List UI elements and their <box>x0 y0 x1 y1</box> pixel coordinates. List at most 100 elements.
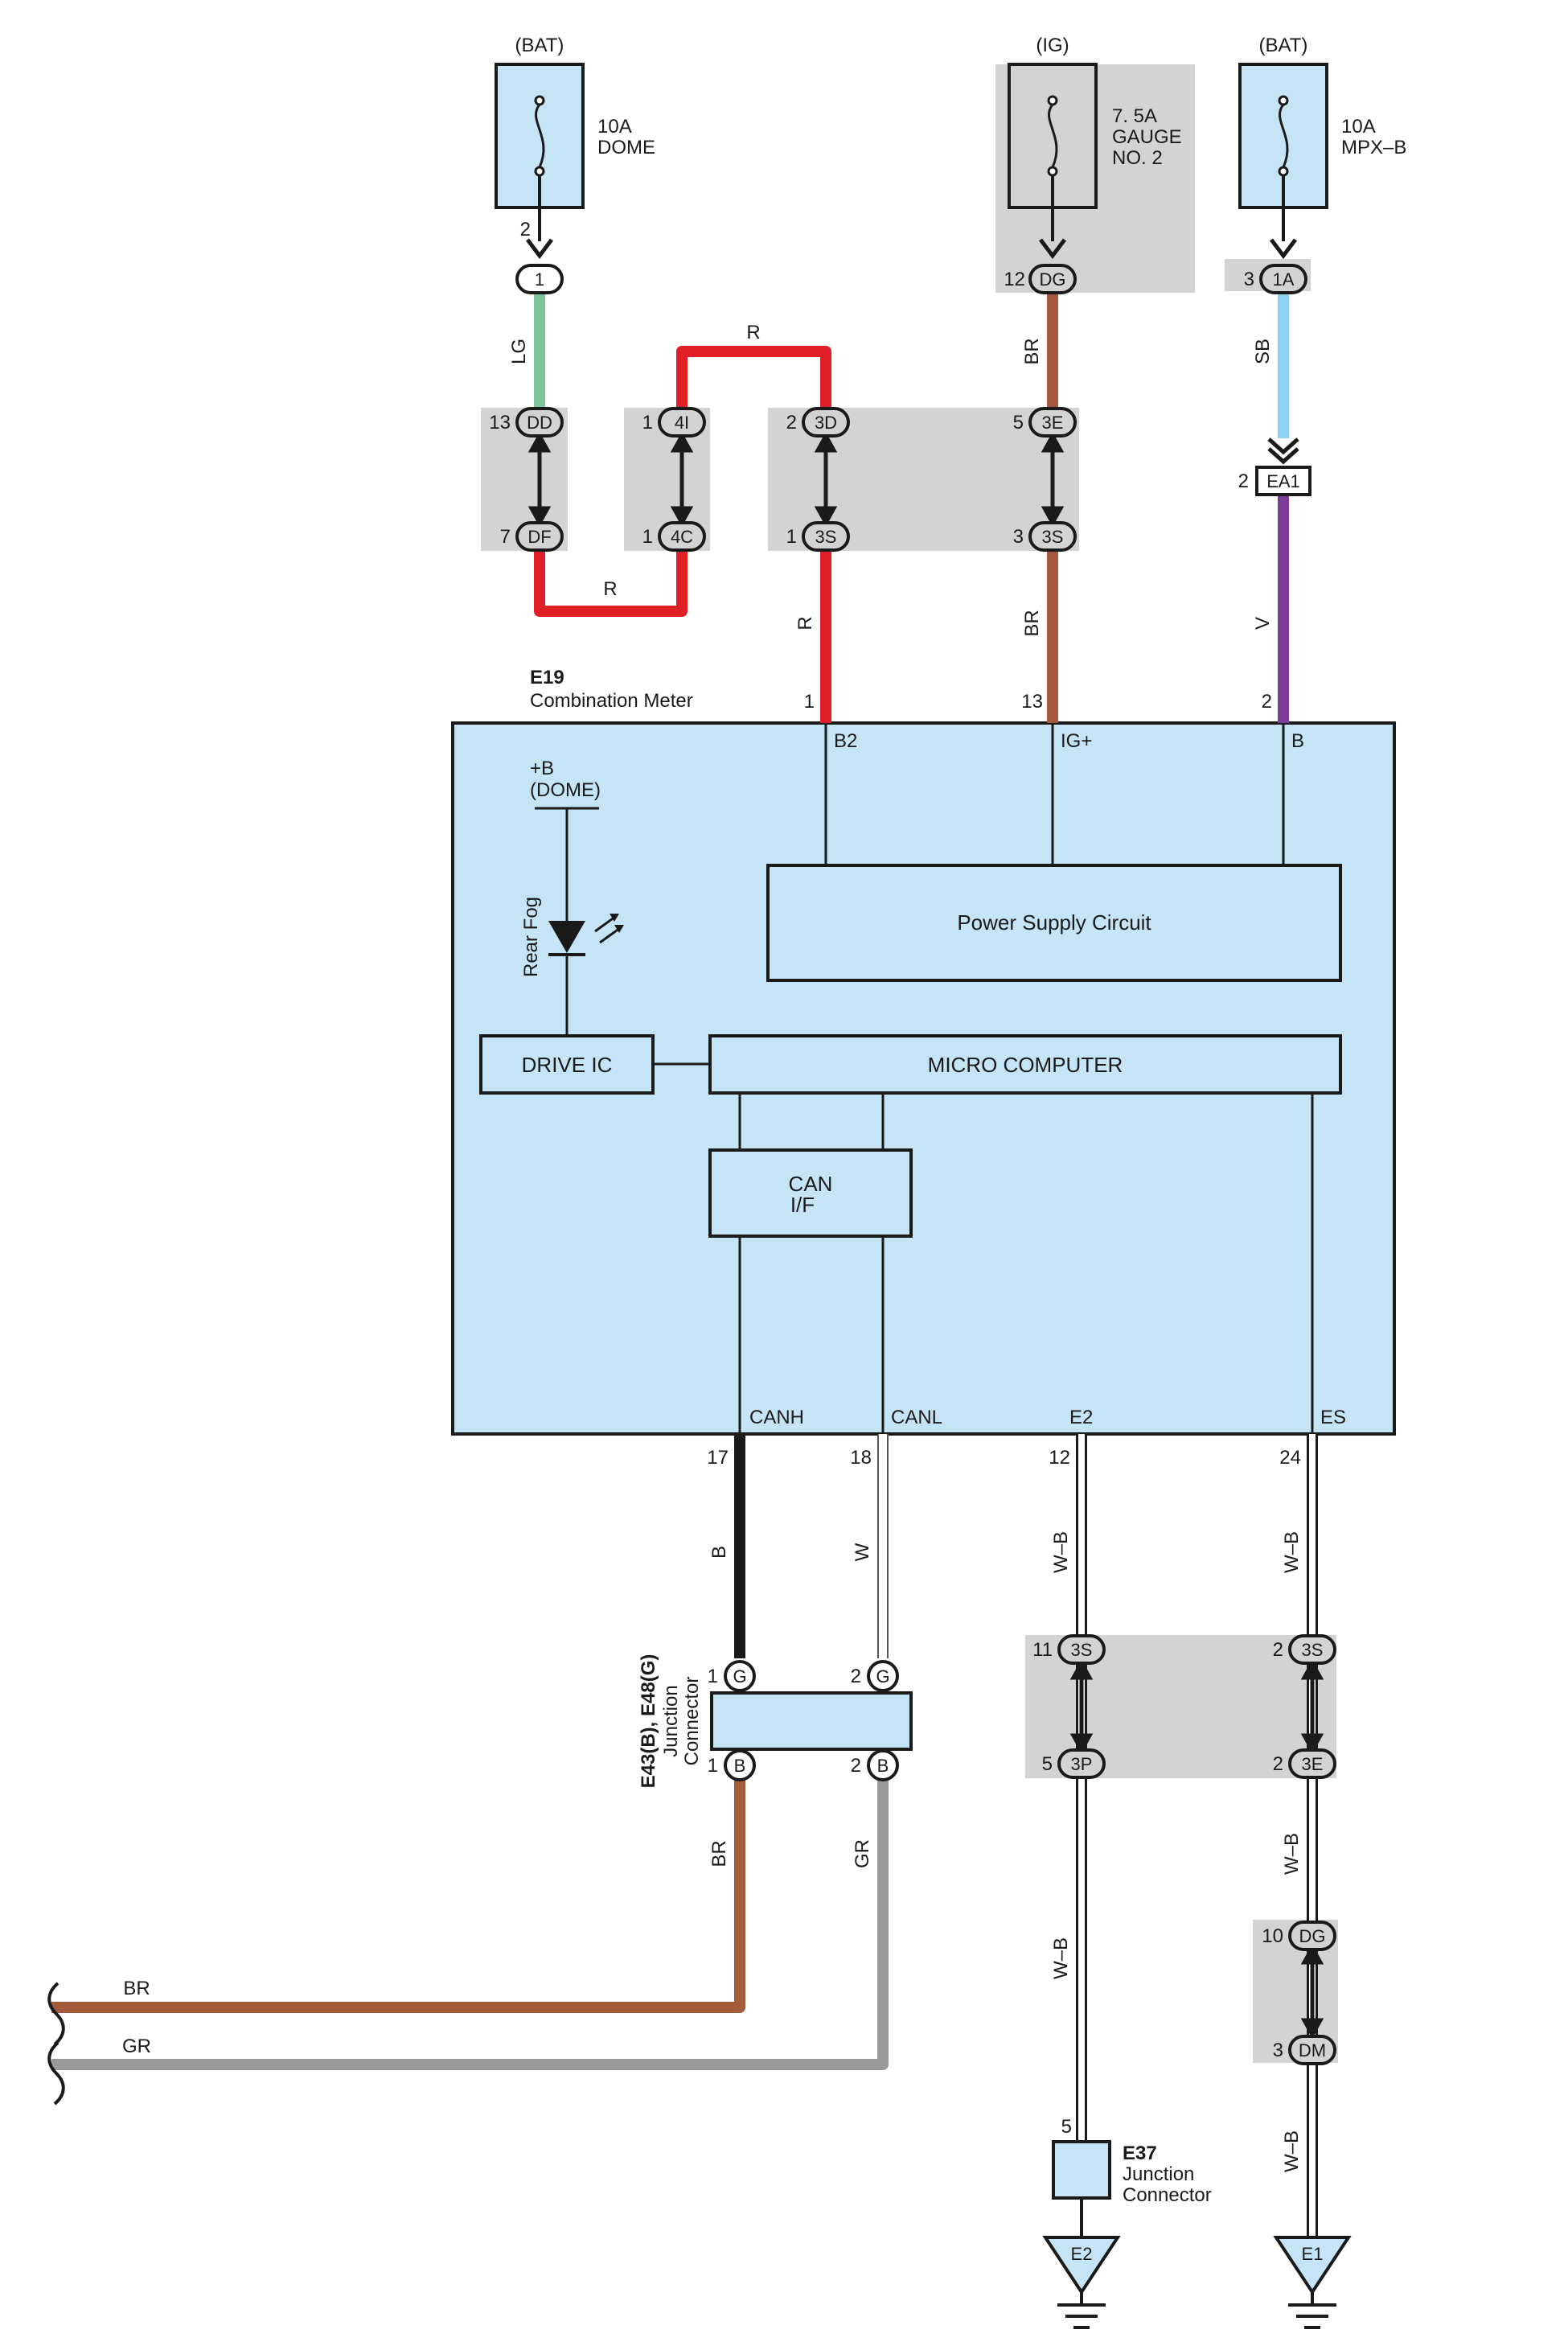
pin-3s-c: 11 <box>1032 1639 1053 1661</box>
wire-label-lg: LG <box>508 339 530 364</box>
wire-label-wb2: W–B <box>1281 1531 1303 1573</box>
wire-r-top <box>676 346 831 408</box>
led-icon <box>548 914 624 956</box>
micro-computer-label: MICRO COMPUTER <box>928 1053 1123 1077</box>
conn-3e-b: 3E <box>1302 1754 1324 1774</box>
fuse-gauge-name2: NO. 2 <box>1112 147 1163 169</box>
pin-3p: 5 <box>1042 1753 1053 1775</box>
wire-label-b: B <box>708 1546 730 1559</box>
meter-internal-lines <box>535 723 1314 1434</box>
meter-pin-ig: 13 <box>1021 691 1043 713</box>
wire-label-gr-bottom: GR <box>852 1839 873 1868</box>
can-if-label-2: I/F <box>790 1193 815 1217</box>
pin-ig-12: 12 <box>1004 269 1025 290</box>
meter-plus-b: +B <box>530 758 554 779</box>
wire-br-bottom <box>51 1769 745 2013</box>
break-mark-gr <box>47 2041 65 2106</box>
conn-4i: 4I <box>675 413 689 433</box>
pin-3d: 2 <box>786 412 797 433</box>
conn-3s-c: 3S <box>1071 1640 1093 1660</box>
conn-1a: 1A <box>1273 269 1295 290</box>
fuse-mpx-source: (BAT) <box>1259 35 1308 56</box>
pin-3e-b: 2 <box>1273 1753 1283 1775</box>
e37-line1: Junction <box>1123 2163 1194 2185</box>
fuse-mpx-rating: 10A <box>1341 116 1376 138</box>
meter-rear-fog: Rear Fog <box>520 897 542 977</box>
fuse-gauge-rating: 7. 5A <box>1112 105 1157 127</box>
junction-line1: Junction <box>660 1685 682 1756</box>
conn-3d: 3D <box>815 413 837 433</box>
conn-dm: DM <box>1299 2040 1326 2060</box>
conn-ea1: EA1 <box>1266 471 1300 491</box>
pin-df: 7 <box>500 526 511 548</box>
meter-pin-b2: 1 <box>804 691 815 713</box>
conn-dg: DG <box>1299 1926 1326 1946</box>
ground-e1 <box>1273 2236 1352 2329</box>
meter-term-e2: E2 <box>1069 1407 1093 1428</box>
meter-pin-canh: 17 <box>707 1447 729 1469</box>
ground-e2 <box>1042 2236 1121 2329</box>
pin-3s-b: 3 <box>1013 526 1024 548</box>
pin-dome-2: 2 <box>520 219 531 240</box>
meter-pin-canl: 18 <box>850 1447 872 1469</box>
meter-term-b: B <box>1291 730 1304 752</box>
wire-label-r-vert: R <box>794 616 816 630</box>
pin-jg2: 2 <box>851 1666 861 1687</box>
wire-label-w: W <box>852 1543 873 1561</box>
conn-dd: DD <box>527 413 552 433</box>
conn-1: 1 <box>535 269 544 290</box>
conn-4c: 4C <box>671 527 693 547</box>
connector-pills <box>515 264 1336 2065</box>
power-supply-box <box>766 864 1342 982</box>
wire-label-wb5: W–B <box>1281 2130 1303 2172</box>
fuse-mpx-b <box>1238 63 1328 260</box>
wire-label-br-top: BR <box>1021 338 1043 364</box>
junction-code: E43(B), E48(G) <box>638 1654 659 1789</box>
conn-jg1: G <box>733 1666 746 1686</box>
pin-dm: 3 <box>1273 2040 1283 2061</box>
ea1-arrow <box>1267 438 1299 465</box>
fuse-dome-name: DOME <box>597 137 655 158</box>
wire-label-br-mid: BR <box>1021 610 1043 636</box>
fuse-gauge-source: (IG) <box>1036 35 1069 56</box>
fuse-dome <box>495 63 585 260</box>
meter-term-canl: CANL <box>891 1407 942 1428</box>
meter-term-ig: IG+ <box>1061 730 1092 752</box>
conn-3p: 3P <box>1071 1754 1093 1774</box>
conn-jb1: B <box>734 1756 746 1776</box>
conn-3e: 3E <box>1042 413 1064 433</box>
wire-label-br-bottom: BR <box>708 1840 730 1867</box>
wire-label-r-bottom: R <box>603 578 617 600</box>
conn-3s-d: 3S <box>1302 1640 1324 1660</box>
can-if-label-1: CAN <box>789 1172 833 1196</box>
wire-gr-bottom <box>51 1769 889 2070</box>
e37-pin: 5 <box>1061 2116 1072 2138</box>
meter-term-canh: CANH <box>749 1407 804 1428</box>
meter-name: Combination Meter <box>530 690 693 712</box>
conn-3s-a: 3S <box>815 527 837 547</box>
pin-3s-a: 1 <box>786 526 797 548</box>
meter-code: E19 <box>530 667 564 688</box>
fuse-mpx-name: MPX–B <box>1341 137 1406 158</box>
pin-mpx-3: 3 <box>1244 269 1254 290</box>
meter-term-b2: B2 <box>834 730 857 752</box>
wire-label-wb3: W–B <box>1050 1937 1072 1979</box>
meter-dome: (DOME) <box>530 779 601 801</box>
e37-box <box>1052 2140 1111 2200</box>
wire-label-gr-left: GR <box>122 2036 151 2057</box>
wire-label-v: V <box>1252 617 1274 630</box>
pin-4i: 1 <box>642 412 653 433</box>
wire-label-sb: SB <box>1252 339 1274 364</box>
pin-3s-d: 2 <box>1273 1639 1283 1661</box>
junction-line2: Connector <box>681 1677 703 1766</box>
conn-dg-top: DG <box>1040 269 1066 290</box>
junction-connector-e43-e48 <box>710 1660 913 1781</box>
micro-computer-box <box>708 1034 1342 1095</box>
wire-label-wb1: W–B <box>1050 1531 1072 1573</box>
wire-r-bottom <box>534 551 688 617</box>
pin-dd: 13 <box>489 412 511 433</box>
pin-ea1: 2 <box>1238 470 1249 492</box>
connector-links <box>527 431 1324 2040</box>
e37-line2: Connector <box>1123 2184 1212 2206</box>
